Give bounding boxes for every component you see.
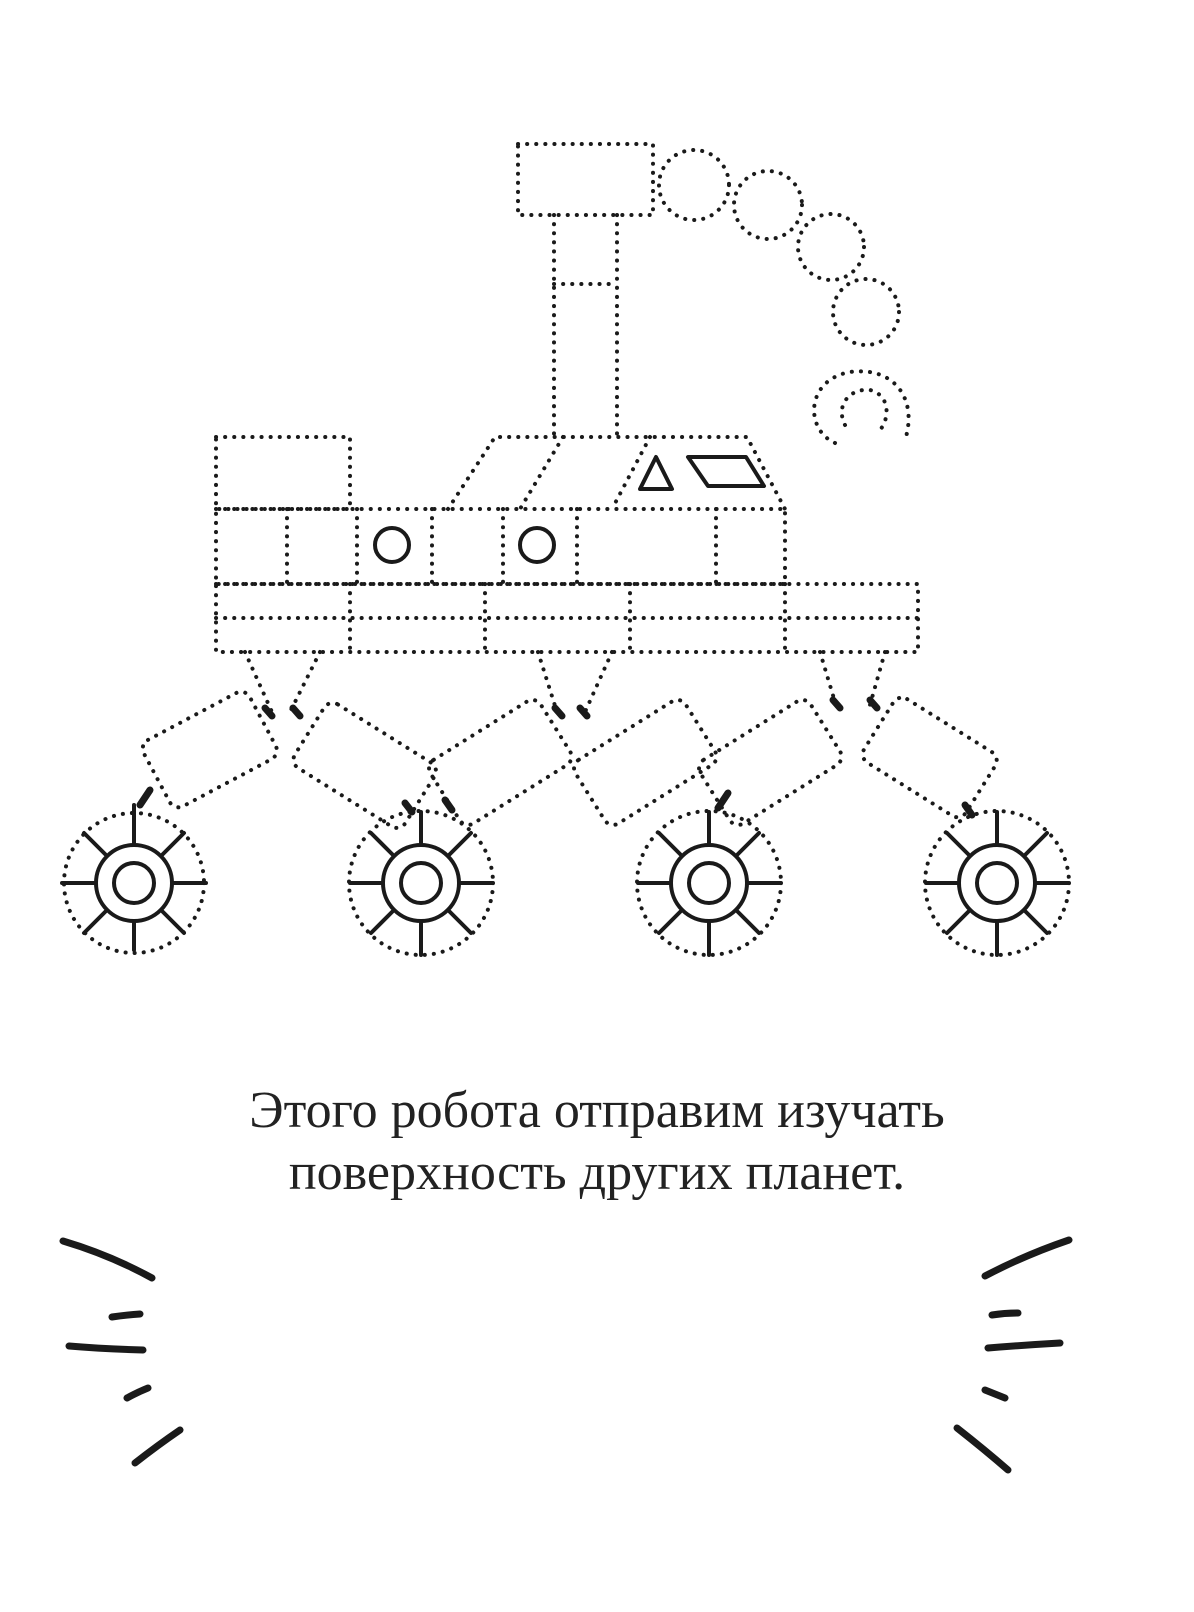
caption-line: поверхность других планет. [288,1144,906,1201]
wheel [60,803,208,955]
porthole-icon [373,526,411,564]
wheel [923,809,1071,957]
caption-line: Этого робота отправим изучать [249,1082,945,1139]
body-accents [373,455,766,564]
porthole-icon [518,526,556,564]
rover-legs [136,650,999,830]
burst-right-icon [953,1236,1073,1474]
parallelogram-icon [686,455,766,488]
wheel [635,809,783,957]
burst-left-icon [59,1237,184,1467]
triangle-icon [638,455,674,491]
camera-mast [516,142,655,440]
wheel [347,809,495,957]
robotic-arm [657,148,911,445]
rover-body [214,435,920,654]
worksheet-caption: Этого робота отправим изучать поверхност… [0,1080,1194,1204]
